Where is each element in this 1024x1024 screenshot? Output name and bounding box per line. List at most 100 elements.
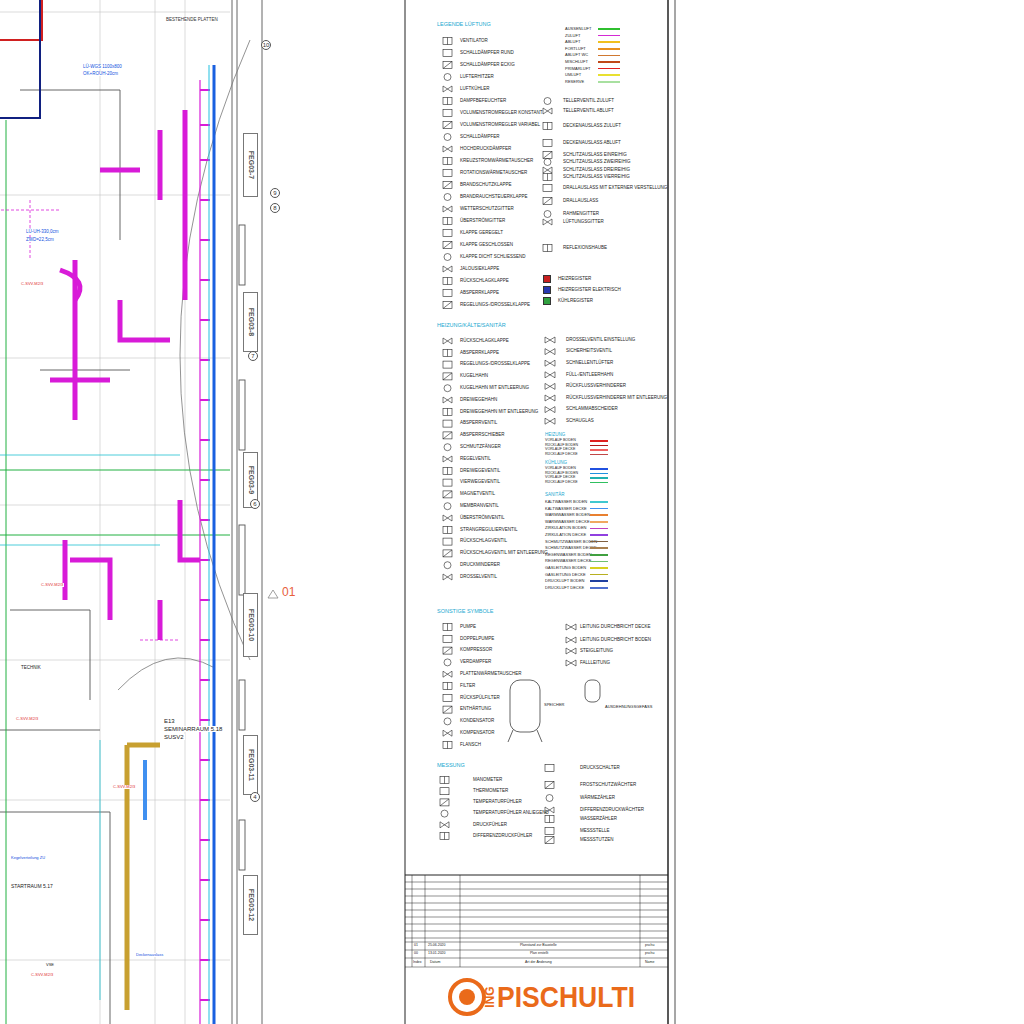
- legend-symbol: [443, 479, 452, 486]
- label: KÜHLUNG: [545, 461, 567, 466]
- legend-text: HEIZREGISTER ELEKTRISCH: [558, 288, 621, 293]
- valve-symbol: [443, 574, 452, 580]
- legend-text: DROSSELVENTIL: [460, 575, 497, 580]
- legend-text: KÜHLREGISTER: [558, 299, 593, 304]
- legend-text: KALTWASSER DECKE: [545, 507, 587, 511]
- label: Deckenauslass: [135, 953, 164, 957]
- legend-text: DRUCKSCHALTER: [580, 766, 620, 771]
- color-swatch: [598, 28, 620, 30]
- legend-symbol: [545, 837, 554, 844]
- axis-bubble: 9: [270, 188, 280, 198]
- legend-text: ENTHÄRTUNG: [460, 707, 491, 712]
- legend-symbol: [443, 98, 452, 105]
- label: C-SVV-M2/3: [30, 973, 54, 977]
- sheet-label-box: FEG03-12: [243, 875, 258, 935]
- axis-number: 10: [263, 42, 270, 48]
- legend-text: MANOMETER: [473, 778, 502, 783]
- sheet-label: FEG03-8: [247, 308, 254, 336]
- color-swatch: [590, 501, 608, 503]
- label: Index: [413, 961, 422, 965]
- label: HEIZUNG/KÄLTE/SANITÄR: [437, 323, 506, 329]
- walls: [0, 0, 262, 1024]
- legend-symbol: [544, 98, 551, 105]
- legend-text: SCHLITZAUSLASS ZWEIREIHIG: [563, 160, 631, 165]
- legend-text: MEMBRANVENTIL: [460, 504, 499, 509]
- legend-symbol: [440, 799, 449, 806]
- legend-text: BRANDRAUCHSTEUERKLAPPE: [460, 195, 528, 200]
- legend-text: DAMPFBEFEUCHTER: [460, 99, 506, 104]
- valve-symbol: [443, 266, 452, 272]
- legend-text: FALLLEITUNG: [580, 661, 610, 666]
- valve-symbol: [545, 349, 555, 355]
- legend-symbol: [447, 38, 448, 45]
- valve-symbol: [443, 86, 452, 92]
- sheet-label-box: FEG03-10: [243, 593, 258, 657]
- label: Art der Änderung: [525, 961, 552, 965]
- axis-number: 4: [253, 794, 256, 800]
- legend-symbol: [443, 122, 452, 129]
- label: Kegelverteilung ZU: [10, 856, 46, 860]
- legend-text: RÜCKSCHLAGVENTIL MIT ENTLEERUNG: [460, 551, 548, 556]
- label: C-SVV-M2/3: [15, 717, 39, 721]
- legend-symbol: [549, 816, 550, 823]
- legend-text: LEITUNG DURCHBRICHT DECKE: [580, 625, 650, 630]
- legend-text: ABSPERRSCHIEBER: [460, 433, 505, 438]
- label: Planstand zur Baustelle: [520, 944, 557, 948]
- legend-text: PLATTENWÄRMETAUSCHER: [460, 672, 522, 677]
- legend-text: SCHAUGLAS: [566, 419, 594, 424]
- blue-duct: [143, 760, 147, 820]
- legend-symbol: [443, 38, 452, 45]
- valve-symbol: [545, 407, 555, 413]
- legend-text: FROSTSCHUTZWÄCHTER: [580, 783, 636, 788]
- color-swatch: [598, 61, 620, 63]
- legend-symbol: [443, 491, 452, 498]
- legend-text: LÜFTUNGSGITTER: [563, 220, 604, 225]
- color-swatch: [598, 35, 620, 37]
- legend-symbol: [443, 432, 452, 439]
- duct-line: [199, 80, 200, 1024]
- legend-symbol: [545, 782, 554, 789]
- legend-text: VIERWEGEVENTIL: [460, 480, 500, 485]
- legend-text: REGENWASSER DECKE: [545, 559, 591, 563]
- legend-symbol: [443, 742, 452, 749]
- legend-text: ÜBERSTRÖMGITTER: [460, 219, 505, 224]
- label: 01: [282, 586, 295, 598]
- legend-text: ABSPERRVENTIL: [460, 421, 497, 426]
- legend-text: ZIRKULATION BODEN: [545, 526, 587, 530]
- legend-symbol: [444, 254, 451, 261]
- legend-text: SCHALLDÄMPFER: [460, 135, 500, 140]
- green-pipe: [0, 120, 230, 1024]
- label: 13.01.2020: [428, 952, 446, 956]
- legend-symbol: [440, 777, 449, 784]
- legend-text: BRANDSCHUTZKLAPPE: [460, 183, 512, 188]
- label: VSE: [45, 963, 55, 967]
- valve-symbol: [443, 671, 452, 677]
- label: 01: [414, 944, 418, 948]
- valve-symbol: [566, 624, 576, 630]
- axis-number: 7: [251, 353, 254, 359]
- axis-bubble: 6: [250, 499, 260, 509]
- legend-text: VERDAMPFER: [460, 660, 491, 665]
- label: AUSDEHNUNGSGEFÄSS: [605, 705, 652, 709]
- legend-text: RÜCKLAUF BODEN: [545, 472, 578, 476]
- color-swatch: [598, 81, 620, 83]
- legend-text: RÜCKLAUF DECKE: [545, 453, 578, 457]
- color-swatch: [598, 41, 620, 43]
- sheet-label: FEG03-11: [247, 749, 254, 781]
- legend-text: TEMPERATURFÜHLER ANLIEGEND: [473, 811, 549, 816]
- legend-text: REGELUNGS-/DROSSELKLAPPE: [460, 303, 530, 308]
- legend-symbol: [443, 491, 452, 498]
- legend-text: THERMOMETER: [473, 789, 508, 794]
- legend-text: DREIWEGEVENTIL: [460, 469, 500, 474]
- legend-text: SCHNELLENTLÜFTER: [566, 361, 613, 366]
- legend-symbol: [444, 659, 451, 666]
- legend-symbol: [443, 230, 452, 237]
- legend-symbol: [543, 198, 552, 205]
- legend-text: SCHLITZAUSLASS EINREIHIG: [563, 153, 627, 158]
- legend-text: RÜCKLAUF DECKE: [545, 481, 578, 485]
- label: TECHNIK: [20, 666, 42, 671]
- legend-text: PRIMÄRLUFT: [565, 67, 591, 71]
- axis-bubble: 4: [250, 792, 260, 802]
- legend-text: WÄRMEZÄHLER: [580, 796, 615, 801]
- legend-symbol: [545, 782, 554, 789]
